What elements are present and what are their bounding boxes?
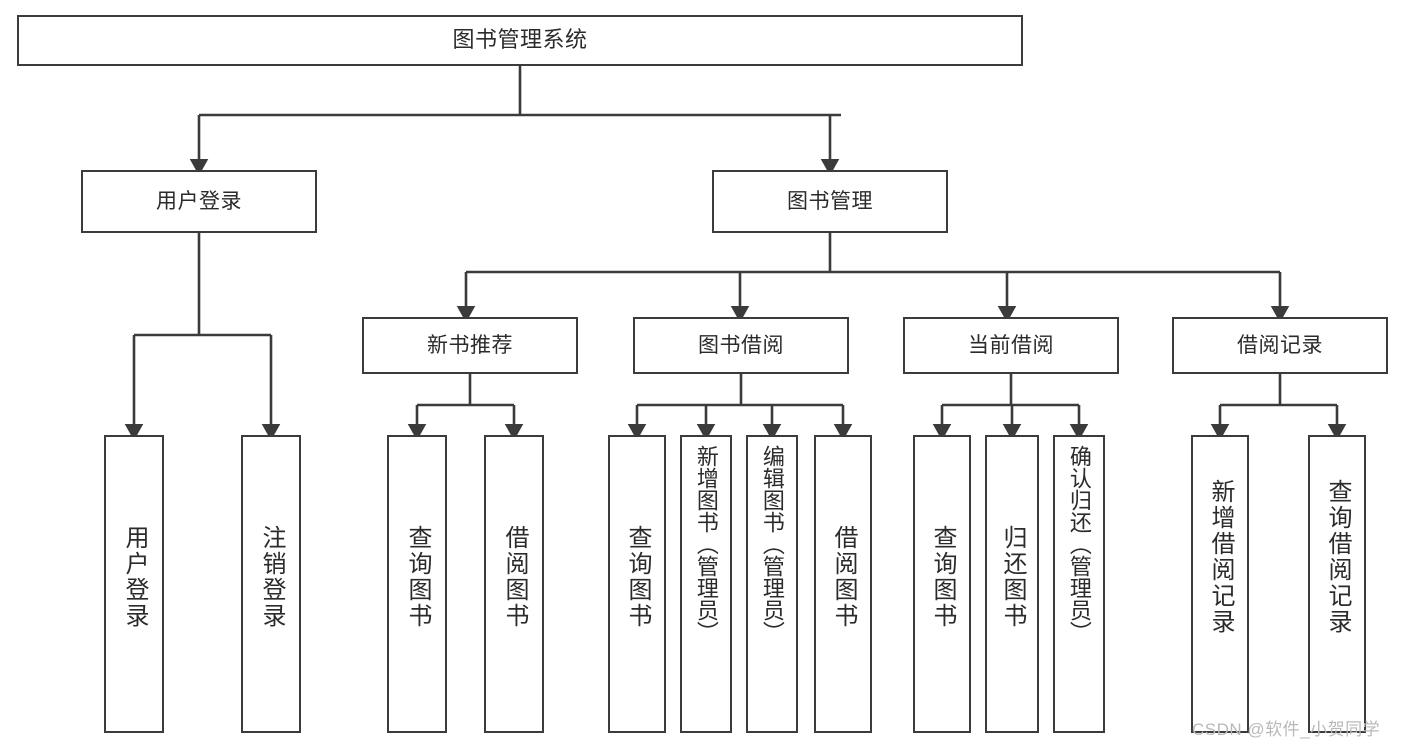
- node-leaf-query-book-1[interactable]: 查询图书: [387, 435, 447, 733]
- node-book-borrow-label: 图书借阅: [698, 333, 784, 357]
- node-leaf-query-book-2-label: 查询图书: [623, 525, 651, 629]
- node-book-borrow[interactable]: 图书借阅: [633, 317, 849, 374]
- node-leaf-confirm-return-label: 确认归还（管理员）: [1066, 445, 1092, 643]
- node-leaf-borrow-book-2[interactable]: 借阅图书: [814, 435, 872, 733]
- node-leaf-return-book-label: 归还图书: [998, 525, 1026, 629]
- node-leaf-query-book-3-label: 查询图书: [928, 525, 956, 629]
- node-leaf-add-book-label: 新增图书（管理员）: [693, 445, 719, 643]
- node-borrow-record[interactable]: 借阅记录: [1172, 317, 1388, 374]
- node-current-borrow[interactable]: 当前借阅: [903, 317, 1119, 374]
- node-leaf-borrow-book-1[interactable]: 借阅图书: [484, 435, 544, 733]
- node-leaf-add-record[interactable]: 新增借阅记录: [1191, 435, 1249, 733]
- node-leaf-borrow-book-2-label: 借阅图书: [829, 525, 857, 629]
- node-leaf-query-book-1-label: 查询图书: [403, 525, 431, 629]
- node-leaf-confirm-return[interactable]: 确认归还（管理员）: [1053, 435, 1105, 733]
- node-leaf-logout[interactable]: 注销登录: [241, 435, 301, 733]
- node-root[interactable]: 图书管理系统: [17, 15, 1023, 66]
- node-leaf-user-login[interactable]: 用户登录: [104, 435, 164, 733]
- node-leaf-return-book[interactable]: 归还图书: [985, 435, 1039, 733]
- node-user-login[interactable]: 用户登录: [81, 170, 317, 233]
- node-leaf-add-book[interactable]: 新增图书（管理员）: [680, 435, 732, 733]
- node-current-borrow-label: 当前借阅: [968, 333, 1054, 357]
- node-new-book-rec[interactable]: 新书推荐: [362, 317, 578, 374]
- node-leaf-add-record-label: 新增借阅记录: [1206, 479, 1234, 635]
- node-leaf-logout-label: 注销登录: [257, 525, 285, 629]
- node-leaf-edit-book-label: 编辑图书（管理员）: [759, 445, 785, 643]
- csdn-watermark: CSDN @软件_小贺同学: [1192, 720, 1381, 739]
- node-user-login-label: 用户登录: [156, 189, 242, 213]
- node-leaf-query-book-3[interactable]: 查询图书: [913, 435, 971, 733]
- node-leaf-borrow-book-1-label: 借阅图书: [500, 525, 528, 629]
- node-book-manage[interactable]: 图书管理: [712, 170, 948, 233]
- node-root-label: 图书管理系统: [452, 27, 588, 53]
- node-new-book-rec-label: 新书推荐: [427, 333, 513, 357]
- node-leaf-query-record[interactable]: 查询借阅记录: [1308, 435, 1366, 733]
- node-borrow-record-label: 借阅记录: [1237, 333, 1323, 357]
- node-book-manage-label: 图书管理: [787, 189, 873, 213]
- node-leaf-user-login-label: 用户登录: [120, 525, 148, 629]
- node-leaf-query-record-label: 查询借阅记录: [1323, 479, 1351, 635]
- node-leaf-query-book-2[interactable]: 查询图书: [608, 435, 666, 733]
- node-leaf-edit-book[interactable]: 编辑图书（管理员）: [746, 435, 798, 733]
